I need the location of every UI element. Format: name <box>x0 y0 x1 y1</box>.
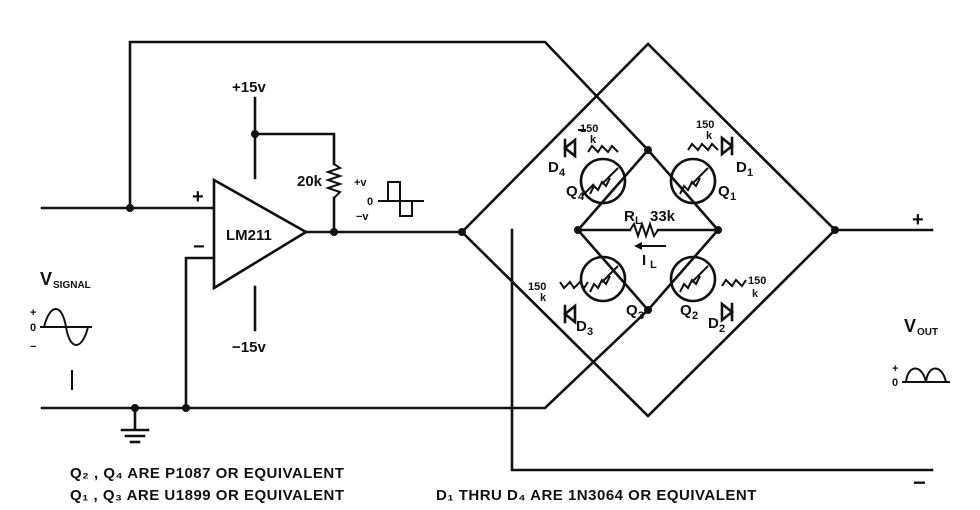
lm211-comparator: LM211 + − +15v −15v <box>192 79 309 356</box>
vout-wave-plus: + <box>892 363 898 375</box>
q3-subscript: 3 <box>638 310 644 322</box>
q1-resistor-label: 150 <box>696 119 714 131</box>
diode-d2: D 2 <box>708 301 735 335</box>
note-q1-q3: Q₁ , Q₃ ARE U1899 OR EQUIVALENT <box>70 487 345 504</box>
opamp-plus-input: + <box>192 186 204 208</box>
q4-resistor-label: 150 <box>580 123 598 135</box>
square-wave-zero: 0 <box>367 196 373 208</box>
d3-label: D <box>576 318 587 335</box>
opamp-label: LM211 <box>226 227 272 244</box>
transistor-q3: Q 3 <box>579 255 644 322</box>
q3-label: Q <box>626 302 638 319</box>
q2-subscript: 2 <box>692 310 698 322</box>
vsignal-plus: + <box>30 307 36 319</box>
resistor-150k-q1: 150 k <box>687 119 719 152</box>
vout-label: V <box>904 316 916 336</box>
square-wave-indicator: +v 0 −v <box>354 177 424 223</box>
diode-d3: D 3 <box>562 303 593 338</box>
sine-wave-icon <box>43 308 89 346</box>
rl-label: R <box>624 208 635 225</box>
vsignal-label: V <box>40 269 52 289</box>
note-q2-q4: Q₂ , Q₄ ARE P1087 OR EQUIVALENT <box>70 465 344 482</box>
vout-plus: + <box>912 209 924 231</box>
q2-resistor-k: k <box>752 288 759 300</box>
q3-resistor-k: k <box>540 292 547 304</box>
diode-d1: D 1 <box>720 135 753 179</box>
q1-subscript: 1 <box>730 191 736 203</box>
d2-subscript: 2 <box>719 323 725 335</box>
rl-value: 33k <box>650 208 676 225</box>
q4-label: Q <box>566 183 578 200</box>
d3-subscript: 3 <box>587 326 593 338</box>
diode-d4: D 4 <box>548 137 577 179</box>
d4-subscript: 4 <box>559 167 566 179</box>
d1-label: D <box>736 159 747 176</box>
q1-label: Q <box>718 183 730 200</box>
q4-subscript: 4 <box>578 191 585 203</box>
transistor-q2: Q 2 <box>669 255 717 322</box>
d2-label: D <box>708 315 719 332</box>
pullup-resistor-label: 20k <box>297 173 323 190</box>
d1-subscript: 1 <box>747 167 753 179</box>
resistor-150k-q2: 150 k <box>721 275 766 300</box>
square-wave-high: +v <box>354 177 367 189</box>
vsignal-minus: − <box>30 341 36 353</box>
pullup-resistor-20k: 20k <box>297 163 344 199</box>
vout-subscript: OUT <box>917 327 938 338</box>
rectified-wave-icon <box>905 367 947 383</box>
square-wave-low: −v <box>356 211 369 223</box>
component-notes: Q₂ , Q₄ ARE P1087 OR EQUIVALENT Q₁ , Q₃ … <box>70 465 757 504</box>
rl-subscript: L <box>635 215 642 227</box>
il-label: I <box>642 252 646 269</box>
resistor-150k-q4: 150 k <box>578 123 619 154</box>
input-signal-block: V SIGNAL + 0 − <box>30 269 92 390</box>
junction-dots <box>126 130 839 412</box>
q3-resistor-label: 150 <box>528 281 546 293</box>
negative-supply-label: −15v <box>232 339 266 356</box>
q2-resistor-label: 150 <box>748 275 766 287</box>
d4-label: D <box>548 159 559 176</box>
resistor-150k-q3: 150 k <box>528 280 589 304</box>
il-subscript: L <box>650 259 657 271</box>
transistor-q4: Q 4 <box>566 157 627 205</box>
output-block: + − V OUT + 0 <box>892 209 950 495</box>
vout-minus: − <box>913 470 926 495</box>
ground-symbol <box>120 428 150 444</box>
q4-resistor-k: k <box>590 134 597 146</box>
opamp-minus-input: − <box>193 236 205 258</box>
positive-supply-label: +15v <box>232 79 266 96</box>
vout-wave-zero: 0 <box>892 377 898 389</box>
vsignal-zero: 0 <box>30 322 36 334</box>
transistor-q1: Q 1 <box>669 157 736 205</box>
q1-resistor-k: k <box>706 130 713 142</box>
load-current-arrow: I L <box>634 242 666 271</box>
q2-label: Q <box>680 302 692 319</box>
wiring <box>40 40 650 430</box>
note-diodes: D₁ THRU D₄ ARE 1N3064 OR EQUIVALENT <box>436 487 757 504</box>
vsignal-subscript: SIGNAL <box>53 280 91 291</box>
diode-bridge: Q 4 150 k D 4 Q 1 150 k <box>460 42 934 472</box>
